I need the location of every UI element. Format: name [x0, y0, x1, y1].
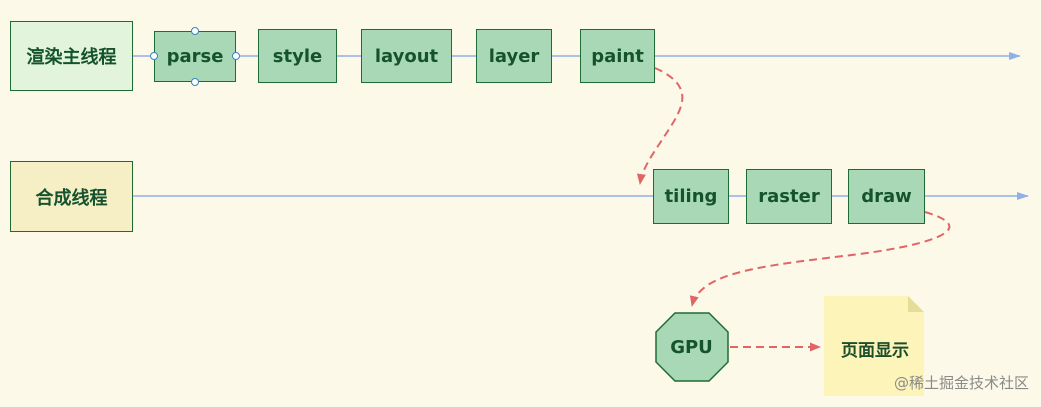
selection-handle-right[interactable]	[232, 52, 240, 60]
note-fold	[908, 296, 924, 312]
stage-layer[interactable]: layer	[476, 29, 552, 83]
paint-to-tiling-arrow	[636, 67, 684, 185]
stage-draw-label: draw	[861, 186, 912, 207]
stage-layout-label: layout	[374, 45, 439, 67]
selection-handle-bottom[interactable]	[191, 78, 199, 86]
page-display-note	[824, 296, 924, 396]
gpu-node[interactable]: GPU	[655, 313, 728, 381]
stage-layout[interactable]: layout	[361, 29, 452, 83]
stage-layer-label: layer	[488, 45, 540, 67]
page-display-node[interactable]: 页面显示	[826, 330, 924, 366]
gpu-label: GPU	[670, 336, 713, 358]
stage-draw[interactable]: draw	[848, 169, 925, 224]
stage-style-label: style	[272, 45, 323, 67]
compositor-thread-box: 合成线程	[10, 161, 133, 232]
stage-style[interactable]: style	[258, 29, 337, 83]
watermark: @稀土掘金技术社区	[893, 374, 1029, 392]
stage-paint[interactable]: paint	[580, 29, 655, 83]
main-thread-box: 渲染主线程	[10, 21, 133, 91]
stage-parse[interactable]: parse	[154, 31, 236, 82]
stage-tiling-label: tiling	[664, 186, 718, 207]
selection-handle-top[interactable]	[191, 27, 199, 35]
page-display-label: 页面显示	[841, 340, 909, 361]
selection-handle-left[interactable]	[150, 52, 158, 60]
stage-raster-label: raster	[758, 186, 820, 207]
stage-paint-label: paint	[591, 45, 644, 67]
gpu-octagon	[655, 312, 729, 382]
stage-raster[interactable]: raster	[746, 169, 832, 224]
draw-to-gpu-arrow	[689, 211, 951, 307]
stage-parse-label: parse	[166, 46, 224, 67]
main-thread-label: 渲染主线程	[26, 47, 117, 68]
compositor-thread-label: 合成线程	[35, 187, 108, 209]
stage-tiling[interactable]: tiling	[653, 169, 729, 224]
